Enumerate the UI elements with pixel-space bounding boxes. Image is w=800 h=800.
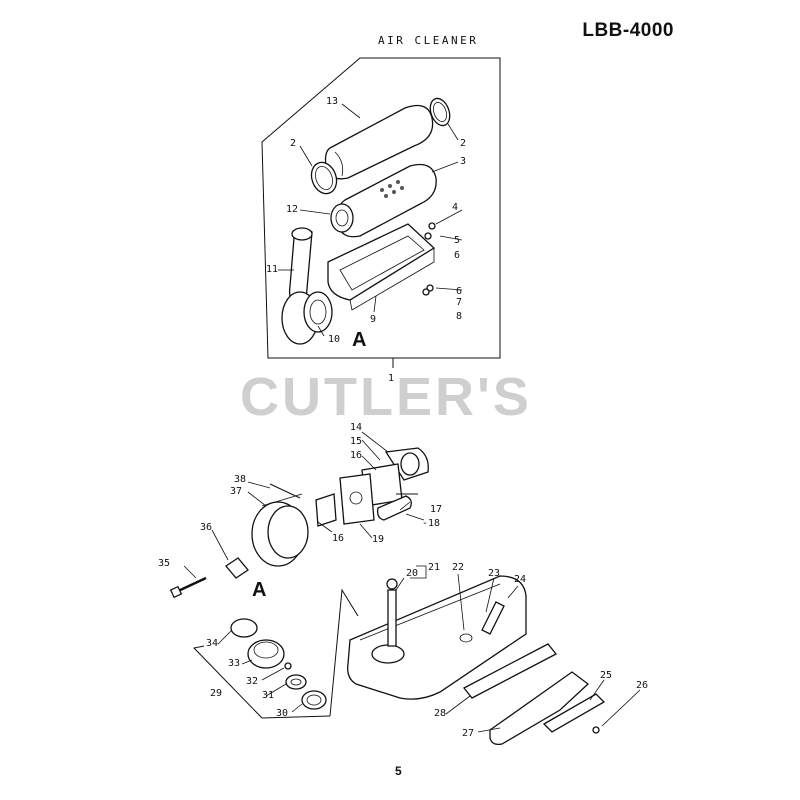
callout-labels: 13 2 2 3 12 4 5 6 11 6 7 8 9 10 1 14 15 … — [158, 96, 648, 739]
callout-23: 23 — [488, 568, 500, 579]
air-cleaner-frame — [261, 57, 501, 359]
callout-2-right: 2 — [460, 138, 466, 149]
callout-14: 14 — [350, 422, 362, 433]
callout-31: 31 — [262, 690, 274, 701]
callout-11: 11 — [266, 264, 278, 275]
callout-5: 5 — [454, 235, 460, 246]
fuel-tank-part-24 — [347, 575, 527, 700]
watermark: CUTLER'S — [240, 367, 532, 427]
air-box-part-37 — [251, 493, 309, 567]
shield-part-28 — [462, 643, 558, 699]
cover-part-13 — [324, 104, 434, 180]
callout-32: 32 — [246, 676, 258, 687]
callout-25: 25 — [600, 670, 612, 681]
gasket-part-30 — [301, 690, 327, 710]
fuel-line-part-21 — [386, 578, 398, 647]
callout-18: -18 — [422, 518, 440, 529]
callout-38: 38 — [234, 474, 246, 485]
callout-1: 1 — [388, 373, 394, 384]
callout-6-top: 6 — [454, 250, 460, 261]
bolt-part-35 — [169, 576, 207, 599]
callout-24: 24 — [514, 574, 526, 585]
callout-17: 17 — [430, 504, 442, 515]
bracket-part-36 — [225, 557, 249, 579]
reference-a-top: A — [352, 329, 366, 351]
callout-13: 13 — [326, 96, 338, 107]
callout-26: 26 — [636, 680, 648, 691]
seal-part-31 — [285, 674, 307, 690]
retainer-part-32 — [284, 662, 292, 670]
callout-10: 10 — [328, 334, 340, 345]
callout-21: 21 — [428, 562, 440, 573]
callout-16-bottom: 16 — [332, 533, 344, 544]
fasteners-parts-4-8 — [422, 222, 436, 296]
pin-part-38 — [269, 483, 301, 499]
callout-8: 8 — [456, 311, 462, 322]
tube-part-12 — [330, 203, 354, 233]
callout-27: 27 — [462, 728, 474, 739]
screw-part-26 — [592, 726, 600, 734]
callout-7: 7 — [456, 297, 462, 308]
element-part-3 — [337, 163, 437, 238]
model-number: LBB-4000 — [582, 20, 674, 41]
clamp-part-2-left — [310, 161, 338, 195]
leader-lines — [183, 103, 641, 733]
cap-part-33 — [247, 639, 285, 669]
plate-part-27 — [489, 671, 590, 746]
callout-30: 30 — [276, 708, 288, 719]
callout-6-bottom: 6 — [456, 286, 462, 297]
callout-4: 4 — [452, 202, 458, 213]
reference-a-bottom: A — [252, 579, 266, 601]
carburetor-assembly — [315, 447, 429, 527]
callout-36: 36 — [200, 522, 212, 533]
callout-20: 20 — [406, 568, 418, 579]
callout-22: 22 — [452, 562, 464, 573]
section-title: AIR CLEANER — [378, 34, 479, 47]
callout-2-left: 2 — [290, 138, 296, 149]
callout-15: 15 — [350, 436, 362, 447]
clamp-part-2-right — [429, 97, 451, 127]
callout-9: 9 — [370, 314, 376, 325]
plate-part-25 — [542, 693, 606, 733]
elbow-part-11 — [288, 227, 313, 307]
cap-group-bracket — [193, 588, 359, 719]
cap-part-10 — [281, 291, 333, 345]
page-number: 5 — [395, 764, 402, 778]
callout-33: 33 — [228, 658, 240, 669]
case-part-9 — [327, 223, 436, 311]
callout-16-top: 16 — [350, 450, 362, 461]
callout-12: 12 — [286, 204, 298, 215]
callout-28: 28 — [434, 708, 446, 719]
callout-19: 19 — [372, 534, 384, 545]
callout-37: 37 — [230, 486, 242, 497]
callout-29: 29 — [210, 688, 222, 699]
callout-3: 3 — [460, 156, 466, 167]
callout-34: 34 — [206, 638, 218, 649]
callout-35: 35 — [158, 558, 170, 569]
filter-part-34 — [230, 618, 258, 638]
